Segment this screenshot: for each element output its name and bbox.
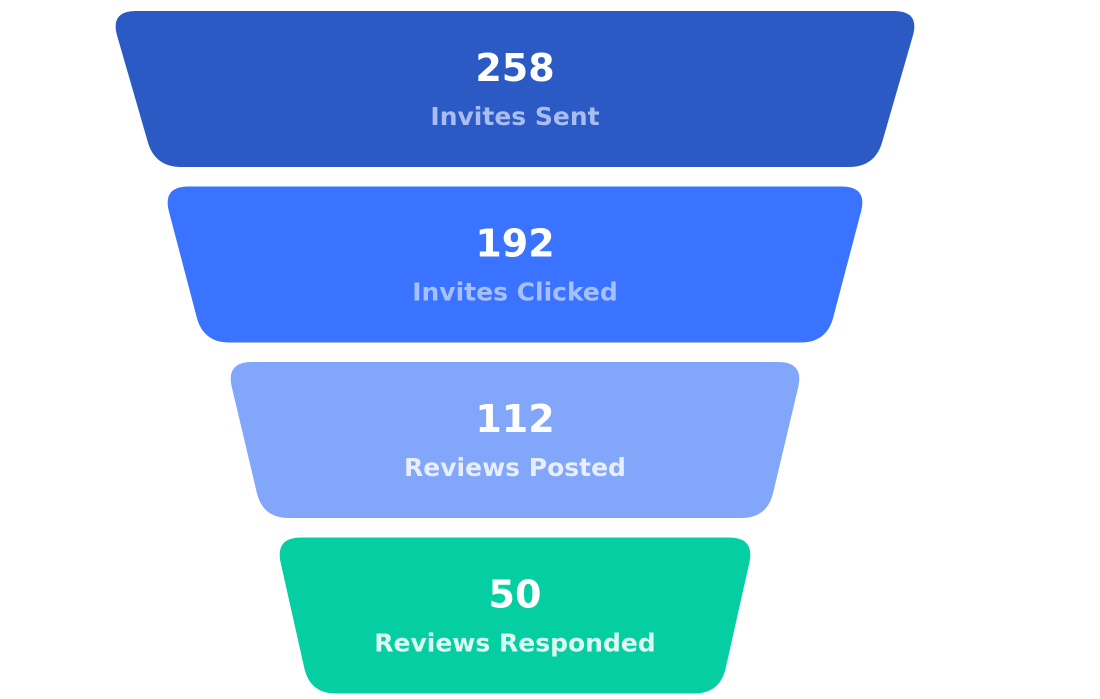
funnel-segment-reviews-posted bbox=[230, 362, 800, 518]
stage-value-reviews-responded: 50 bbox=[489, 573, 542, 617]
stage-value-invites-clicked: 192 bbox=[475, 222, 554, 266]
funnel-segment-invites-sent bbox=[115, 11, 915, 167]
stage-value-invites-sent: 258 bbox=[475, 46, 554, 90]
stage-value-reviews-posted: 112 bbox=[475, 397, 554, 441]
funnel-stage-invites-clicked: 192 Invites Clicked bbox=[167, 186, 863, 343]
stage-label-reviews-posted: Reviews Posted bbox=[404, 453, 626, 482]
funnel-segment-reviews-responded bbox=[279, 537, 751, 694]
funnel-stage-reviews-responded: 50 Reviews Responded bbox=[279, 537, 751, 694]
funnel-segment-invites-clicked bbox=[167, 186, 863, 343]
funnel-stage-reviews-posted: 112 Reviews Posted bbox=[230, 362, 800, 518]
stage-label-reviews-responded: Reviews Responded bbox=[374, 629, 655, 658]
stage-label-invites-sent: Invites Sent bbox=[430, 102, 599, 131]
funnel-stage-invites-sent: 258 Invites Sent bbox=[115, 11, 915, 167]
stage-label-invites-clicked: Invites Clicked bbox=[412, 278, 618, 307]
